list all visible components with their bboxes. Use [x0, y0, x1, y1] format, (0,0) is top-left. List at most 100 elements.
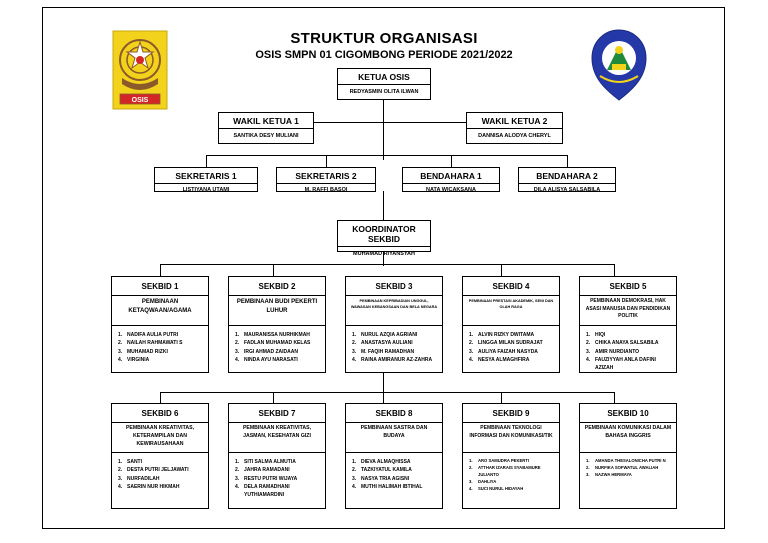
connector-line: [160, 264, 614, 266]
sekbid-6-field: PEMBINAAN KREATIVITAS, KETERAMPILAN DAN …: [112, 422, 208, 452]
connector-line: [383, 373, 385, 403]
sekbid-10-box: SEKBID 10 PEMBINAAN KOMUNIKASI DALAM BAH…: [579, 403, 677, 509]
sekbid-9-field: PEMBINAAN TEKNOLOGI INFORMASI DAN KOMUNI…: [463, 422, 559, 452]
member-item: 3.NASYA TRIA AGISNI: [352, 475, 410, 482]
connector-line: [383, 191, 385, 220]
connector-line: [383, 88, 385, 160]
sekbid-2-field: PEMBINAAN BUDI PEKERTI LUHUR: [229, 295, 325, 325]
sekbid-10-title: SEKBID 10: [607, 409, 649, 418]
sekbid-6-members: 1.SANTI 2.DESTA PUTRI JELJAWATI 3.NURFAD…: [112, 452, 208, 495]
connector-line: [273, 264, 275, 276]
member-item: 2.NURFIKA SOFWATUL AWALIAH: [586, 464, 659, 470]
connector-line: [614, 392, 616, 404]
wakil-ketua-2-role: WAKIL KETUA 2: [467, 113, 562, 129]
bendahara-2-box: BENDAHARA 2 DILA ALISYA SALSABILA: [518, 167, 616, 193]
sekbid-3-members: 1.NURUL AZQIA AGRIANI 2.ANASTASYA AULIAN…: [346, 325, 442, 368]
member-item: 4.RAINA AMIRANUR AZ-ZAHRA: [352, 356, 433, 363]
sekbid-7-box: SEKBID 7 PEMBINAAN KREATIVITAS, JASMAN, …: [228, 403, 326, 509]
connector-line: [160, 392, 614, 394]
sekretaris-2-box: SEKRETARIS 2 M. RAFFI BASQI: [276, 167, 376, 193]
sekbid-4-box: SEKBID 4 PEMBINAAN PRESTASI AKADEMIK, SE…: [462, 276, 560, 373]
sekbid-4-members: 1.ALVIN RIZKY DWITAMA 2.LINGGA MILAN SUD…: [463, 325, 559, 368]
sekretaris-2-name: M. RAFFI BASQI: [304, 187, 348, 193]
sekbid-1-title: SEKBID 1: [141, 282, 179, 291]
bendahara-2-name: DILA ALISYA SALSABILA: [533, 187, 601, 193]
sekbid-5-members: 1.HIQI 2.CHIKA ANAYA SALSABILA 3.AMIR NU…: [580, 325, 676, 376]
sekretaris-2-role: SEKRETARIS 2: [277, 168, 375, 184]
sekbid-9-box: SEKBID 9 PEMBINAAN TEKNOLOGI INFORMASI D…: [462, 403, 560, 509]
connector-line: [326, 155, 328, 167]
member-item: 2.FADLAN MUHAMAD KELAS: [235, 340, 311, 347]
member-item: 3.RESTU PUTRI WIJAYA: [235, 475, 298, 482]
sekbid-3-field: PEMBINAAN KEPRIBADIAN UNGGUL, WAWASAN KE…: [346, 295, 442, 325]
koordinator-name: MUHAMAD RIYANSYAH: [353, 251, 415, 257]
sekbid-8-title: SEKBID 8: [375, 409, 413, 418]
member-item: 2.ANASTASYA AULIANI: [352, 340, 413, 347]
sekbid-2-title: SEKBID 2: [258, 282, 296, 291]
member-item: 1.AMANDA THESALONICHA PUTRI N: [586, 458, 666, 463]
sekbid-5-box: SEKBID 5 PEMBINAAN DEMOKRASI, HAK ASASI …: [579, 276, 677, 373]
sekbid-2-members: 1.MAURANISSA NURHIKMAH 2.FADLAN MUHAMAD …: [229, 325, 325, 368]
member-item: 1.NADIFA AULIA PUTRI: [118, 332, 179, 338]
sekbid-10-members: 1.AMANDA THESALONICHA PUTRI N 2.NURFIKA …: [580, 452, 676, 483]
member-item: 4.NINDA AYU NARASATI: [235, 356, 298, 363]
member-item: 1.MAURANISSA NURHIKMAH: [235, 332, 310, 338]
member-item: 2.ATTHAR IZARAIS SYABAMURE JULIANTO: [469, 464, 541, 477]
sekbid-1-box: SEKBID 1 PEMBINAAN KETAQWAAN/AGAMA 1.NAD…: [111, 276, 209, 373]
sekretaris-1-role: SEKRETARIS 1: [155, 168, 257, 184]
wakil-ketua-1-name: SANTIKA DESY MULIANI: [233, 133, 299, 139]
member-item: 4.VIRGINIA: [118, 356, 150, 363]
chart-frame: [42, 7, 725, 529]
sekbid-6-box: SEKBID 6 PEMBINAAN KREATIVITAS, KETERAMP…: [111, 403, 209, 509]
wakil-ketua-1-role: WAKIL KETUA 1: [219, 113, 313, 129]
member-item: 3.AULIYA FAIZAH NASYDA: [469, 348, 538, 355]
sekretaris-1-name: LISTIYANA UTAMI: [182, 187, 230, 193]
connector-line: [206, 155, 208, 167]
wakil-ketua-1-box: WAKIL KETUA 1 SANTIKA DESY MULIANI: [218, 112, 314, 144]
sekbid-6-title: SEKBID 6: [141, 409, 179, 418]
sekbid-7-title: SEKBID 7: [258, 409, 296, 418]
ketua-box: KETUA OSIS REDYASMIN OLITA ILWAN: [337, 68, 431, 100]
member-item: 4.SUCI NURUL HIDAYAH: [469, 485, 524, 491]
member-item: 2.LINGGA MILAN SUDRAJAT: [469, 340, 543, 347]
ketua-name: REDYASMIN OLITA ILWAN: [349, 89, 419, 95]
sekbid-5-title: SEKBID 5: [609, 282, 647, 291]
sekbid-8-members: 1.DIEVA ALMAQHISSA 2.TAZKIYATUL KAMILA 3…: [346, 452, 442, 495]
connector-line: [313, 122, 467, 124]
member-item: 4.MUTHI HALIMAH IBTIHAL: [352, 483, 423, 490]
sekbid-4-field: PEMBINAAN PRESTASI AKADEMIK, SENI DAN OL…: [463, 295, 559, 325]
member-item: 3.NURFADILAH: [118, 475, 160, 482]
member-item: 1.HIQI: [586, 332, 606, 338]
bendahara-1-role: BENDAHARA 1: [403, 168, 499, 184]
member-item: 1.SANTI: [118, 459, 142, 465]
wakil-ketua-2-name: DANNISA ALODYA CHERYL: [478, 133, 551, 139]
sekretaris-1-box: SEKRETARIS 1 LISTIYANA UTAMI: [154, 167, 258, 193]
sekbid-10-field: PEMBINAAN KOMUNIKASI DALAM BAHASA INGGRI…: [580, 422, 676, 452]
member-item: 3.AMIR NURDIANTO: [586, 348, 640, 355]
osis-logo-text: OSIS: [132, 97, 149, 104]
sekbid-9-title: SEKBID 9: [492, 409, 530, 418]
member-item: 1.ARO SAMUDRA PEKERTI: [469, 458, 530, 463]
connector-line: [160, 392, 162, 404]
koordinator-role: KOORDINATOR SEKBID: [338, 221, 430, 247]
sekbid-8-box: SEKBID 8 PEMBINAAN SASTRA DAN BUDAYA 1.D…: [345, 403, 443, 509]
member-item: 2.JAHRA RAMADANI: [235, 467, 290, 474]
sekbid-8-field: PEMBINAAN SASTRA DAN BUDAYA: [346, 422, 442, 452]
bendahara-1-name: NATA WICAKSANA: [425, 187, 476, 193]
chart-title: STRUKTUR ORGANISASI: [290, 30, 478, 47]
ketua-role: KETUA OSIS: [338, 69, 430, 85]
connector-line: [160, 264, 162, 276]
member-item: 4.SAERIN NUR HIKMAH: [118, 483, 180, 490]
sekbid-7-field: PEMBINAAN KREATIVITAS, JASMAN, KESEHATAN…: [229, 422, 325, 452]
bendahara-1-box: BENDAHARA 1 NATA WICAKSANA: [402, 167, 500, 193]
member-item: 4.NESYA ALMAGHFIRA: [469, 356, 530, 363]
member-item: 4.FAUZIYYAH ANLA DAFINI AZIZAH: [586, 356, 656, 371]
connector-line: [383, 251, 385, 266]
school-logo: [591, 29, 647, 101]
sekbid-3-box: SEKBID 3 PEMBINAAN KEPRIBADIAN UNGGUL, W…: [345, 276, 443, 373]
member-item: 3.MUHAMAD RIZKI: [118, 348, 168, 355]
osis-logo: OSIS: [112, 30, 168, 110]
chart-subtitle: OSIS SMPN 01 CIGOMBONG PERIODE 2021/2022: [255, 49, 513, 61]
member-item: 3.IRGI AHMAD ZAIDAAN: [235, 348, 298, 355]
sekbid-7-members: 1.SITI SALMA ALMUTIA 2.JAHRA RAMADANI 3.…: [229, 452, 325, 503]
